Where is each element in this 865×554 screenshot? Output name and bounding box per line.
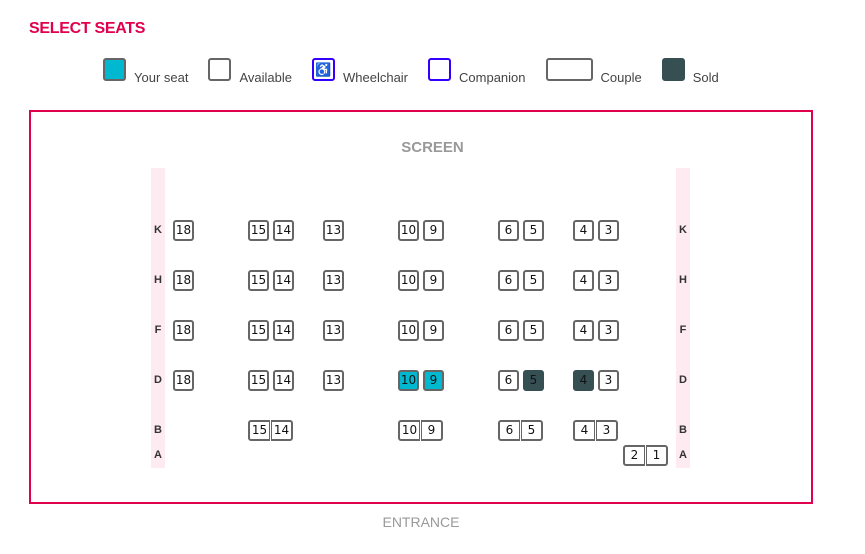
row-label-d: D [679, 374, 687, 386]
seat-b3[interactable]: 3 [596, 420, 618, 441]
legend-wheelchair: ♿ Wheelchair [311, 58, 408, 85]
seat-a1[interactable]: 1 [646, 445, 668, 466]
seat-h4[interactable]: 4 [573, 270, 594, 291]
seat-h14[interactable]: 14 [273, 270, 294, 291]
legend-label: Couple [600, 70, 642, 85]
seat-d14[interactable]: 14 [273, 370, 294, 391]
seat-f13[interactable]: 13 [323, 320, 344, 341]
legend-label: Your seat [134, 70, 189, 85]
legend-label: Companion [459, 70, 526, 85]
row-label-f: F [154, 324, 162, 336]
seat-k5[interactable]: 5 [523, 220, 544, 241]
row-label-d: D [154, 374, 162, 386]
legend-companion: Companion [428, 58, 526, 85]
row-label-b: B [679, 424, 687, 436]
seat-b6[interactable]: 6 [498, 420, 520, 441]
seat-d18[interactable]: 18 [173, 370, 194, 391]
seat-h3[interactable]: 3 [598, 270, 619, 291]
row-label-k: K [679, 224, 687, 236]
row-label-f: F [679, 324, 687, 336]
seat-k13[interactable]: 13 [323, 220, 344, 241]
legend-couple: Couple [545, 58, 642, 85]
legend-label: Sold [692, 70, 719, 85]
seat-b4[interactable]: 4 [573, 420, 595, 441]
legend-label: Wheelchair [342, 70, 409, 85]
seat-f5[interactable]: 5 [523, 320, 544, 341]
entrance-label: ENTRANCE [382, 514, 460, 530]
row-label-h: H [154, 274, 162, 286]
seat-h10[interactable]: 10 [398, 270, 419, 291]
seat-f4[interactable]: 4 [573, 320, 594, 341]
seat-d6[interactable]: 6 [498, 370, 519, 391]
seat-k15[interactable]: 15 [248, 220, 269, 241]
row-label-b: B [154, 424, 162, 436]
seat-b5[interactable]: 5 [521, 420, 543, 441]
sold-swatch [661, 58, 685, 81]
row-label-a: A [154, 449, 162, 461]
legend-label: Available [239, 70, 292, 85]
seat-map [29, 110, 813, 504]
seat-d15[interactable]: 15 [248, 370, 269, 391]
seat-d10[interactable]: 10 [398, 370, 419, 391]
your-seat-swatch [103, 58, 126, 81]
seat-h5[interactable]: 5 [523, 270, 544, 291]
seat-b9[interactable]: 9 [421, 420, 443, 441]
seat-k6[interactable]: 6 [498, 220, 519, 241]
seat-b15[interactable]: 15 [248, 420, 270, 441]
seat-f3[interactable]: 3 [598, 320, 619, 341]
seat-f9[interactable]: 9 [423, 320, 444, 341]
seat-k3[interactable]: 3 [598, 220, 619, 241]
seat-d5: 5 [523, 370, 544, 391]
available-swatch [208, 58, 232, 81]
seat-k10[interactable]: 10 [398, 220, 419, 241]
seat-k4[interactable]: 4 [573, 220, 594, 241]
seat-k18[interactable]: 18 [173, 220, 194, 241]
legend-your-seat: Your seat [103, 58, 188, 85]
seat-b10[interactable]: 10 [398, 420, 420, 441]
wheelchair-icon: ♿ [311, 58, 335, 81]
screen-label: SCREEN [401, 139, 464, 156]
seat-h15[interactable]: 15 [248, 270, 269, 291]
row-label-h: H [679, 274, 687, 286]
seat-d13[interactable]: 13 [323, 370, 344, 391]
seat-d9[interactable]: 9 [423, 370, 444, 391]
row-label-strip-right [676, 168, 690, 468]
seat-f10[interactable]: 10 [398, 320, 419, 341]
seat-k9[interactable]: 9 [423, 220, 444, 241]
seat-f18[interactable]: 18 [173, 320, 194, 341]
legend-available: Available [208, 58, 292, 85]
companion-swatch [428, 58, 452, 81]
seat-h13[interactable]: 13 [323, 270, 344, 291]
row-label-strip-left [151, 168, 165, 468]
seat-a2[interactable]: 2 [623, 445, 645, 466]
seat-f14[interactable]: 14 [273, 320, 294, 341]
legend-sold: Sold [661, 58, 719, 85]
seat-h18[interactable]: 18 [173, 270, 194, 291]
seat-h6[interactable]: 6 [498, 270, 519, 291]
row-label-k: K [154, 224, 162, 236]
seat-k14[interactable]: 14 [273, 220, 294, 241]
row-label-a: A [679, 449, 687, 461]
seat-legend: Your seat Available ♿ Wheelchair Companio… [103, 58, 739, 85]
seat-h9[interactable]: 9 [423, 270, 444, 291]
seat-f15[interactable]: 15 [248, 320, 269, 341]
couple-swatch [545, 58, 593, 81]
seat-b14[interactable]: 14 [271, 420, 293, 441]
seat-d4: 4 [573, 370, 594, 391]
seat-d3[interactable]: 3 [598, 370, 619, 391]
page-title: SELECT SEATS [29, 20, 146, 37]
seat-f6[interactable]: 6 [498, 320, 519, 341]
